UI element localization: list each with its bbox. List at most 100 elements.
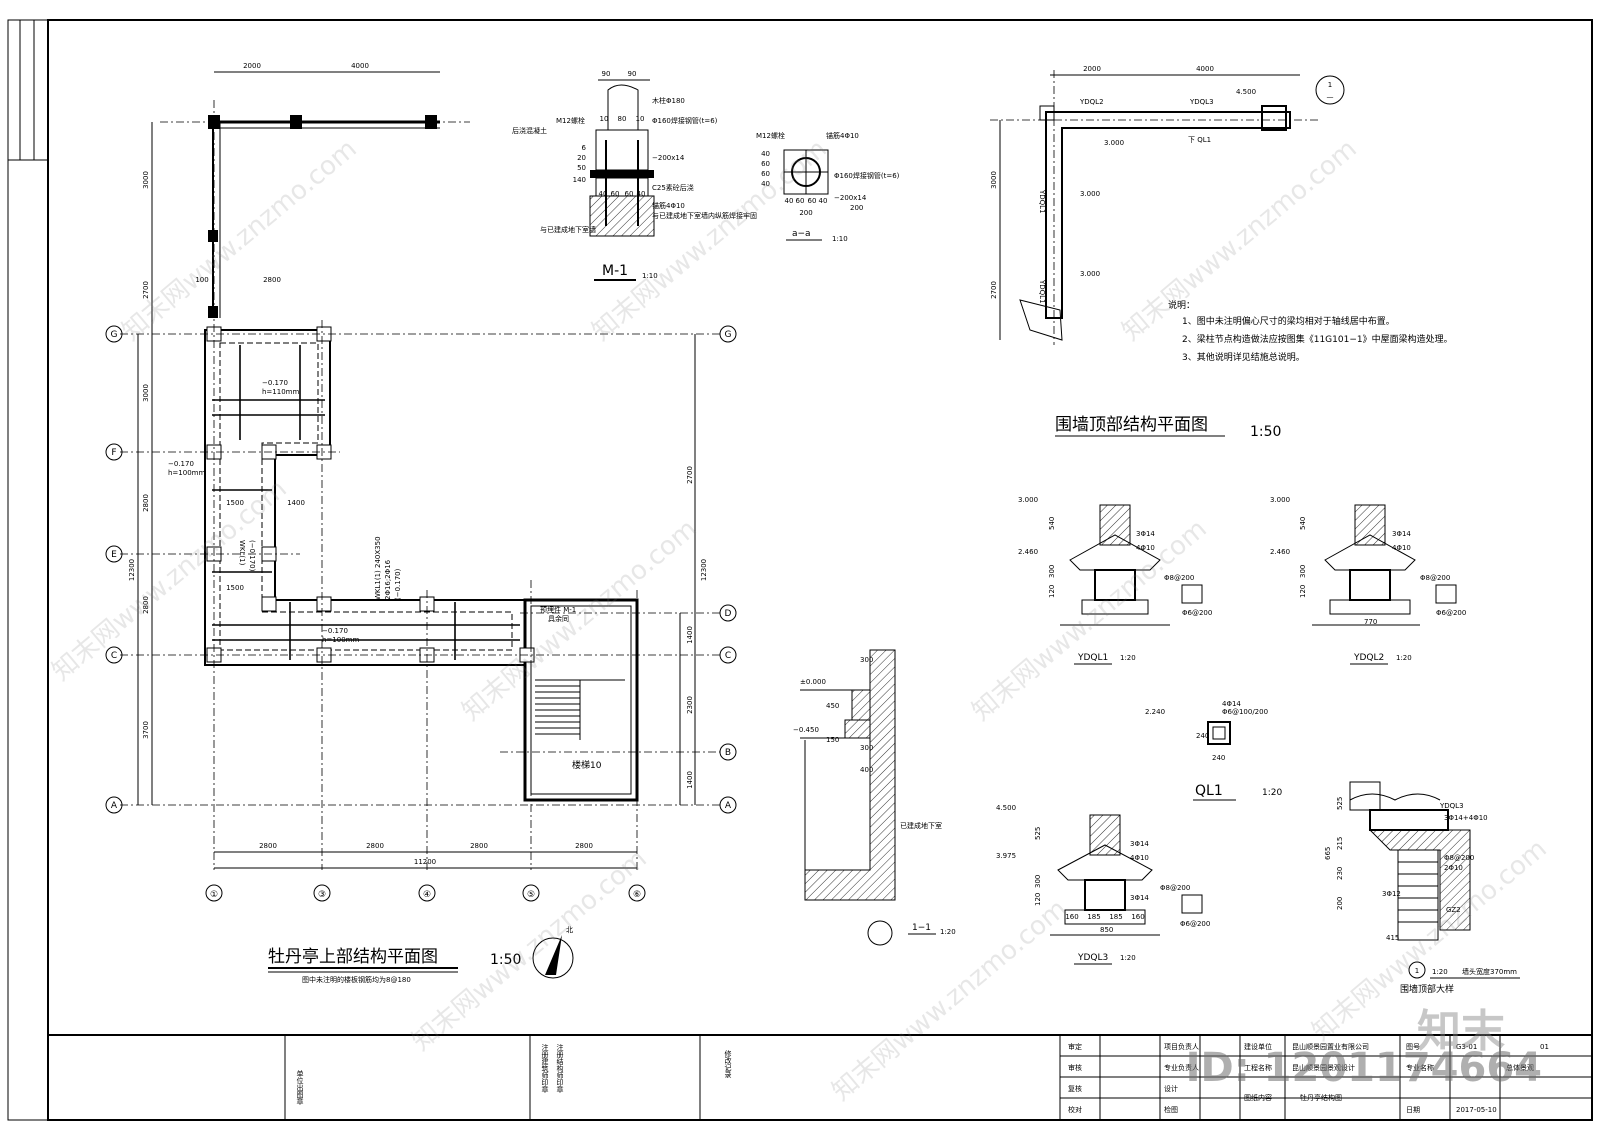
- rebar-label: 4Φ10: [1130, 854, 1149, 862]
- embed-sub: 具余同: [548, 614, 569, 623]
- section-title: YDQL3: [1077, 953, 1108, 963]
- dim-label: 300: [860, 744, 873, 752]
- level-label: 3.000: [1080, 190, 1100, 198]
- dim-label: 3000: [142, 384, 150, 402]
- role-label: 项目负责人: [1164, 1042, 1199, 1051]
- main-plan: G F E C A G D C B A ① ③ ④ ⑤ ⑥ 2000 4000 …: [105, 62, 737, 984]
- dim-label: 90: [602, 70, 611, 78]
- rebar-label: Φ6@200: [1182, 609, 1212, 617]
- scale-label: 1:50: [490, 952, 521, 968]
- dim-label: 3000: [990, 171, 998, 189]
- dim-label: 415: [1386, 934, 1399, 942]
- dim-label: 50: [577, 164, 586, 172]
- slab-label: h=100mm: [322, 636, 359, 644]
- dim-label: 400: [860, 766, 873, 774]
- field-label: 图纸内容: [1244, 1093, 1272, 1102]
- axis-label: C: [725, 651, 731, 661]
- detail-title: M-1: [602, 263, 628, 279]
- beam-label: (−0.170): [394, 568, 402, 600]
- dim-label: 2800: [142, 596, 150, 614]
- slab-label: h=110mm: [262, 388, 299, 396]
- dim-label: 60: [625, 190, 634, 198]
- plan-title: 围墙顶部结构平面图: [1055, 415, 1208, 435]
- plate-label: −200x14: [834, 194, 867, 202]
- role-label: 复核: [1068, 1084, 1082, 1093]
- rebar-label: Φ6@200: [1180, 920, 1210, 928]
- dim-label: 11200: [414, 858, 436, 866]
- dim-label: 60: [808, 197, 817, 205]
- level-label: −0.170: [168, 460, 194, 468]
- dim-label: 80: [618, 115, 627, 123]
- detail-m1: 90 90 木柱Φ180 M12螺栓 Φ160焊接钢管(t=6) −200x14…: [512, 70, 757, 281]
- scale-label: 1:10: [642, 272, 658, 280]
- anchor-label: 锚筋4Φ10: [826, 131, 859, 140]
- scale-label: 1:50: [1250, 424, 1281, 440]
- beam-label: 下 QL1: [1188, 136, 1211, 144]
- level-label: −0.170: [262, 379, 288, 387]
- rebar-label: 4Φ10: [1392, 544, 1411, 552]
- level-label: 2.240: [1145, 708, 1165, 716]
- level-label: 3.975: [996, 852, 1016, 860]
- beam-label: WKL(1): [238, 540, 246, 566]
- scale-label: 1:20: [1120, 954, 1136, 962]
- dim-label: 12300: [700, 559, 708, 581]
- level-label: 3.000: [1080, 270, 1100, 278]
- section-ydql1: 3.000 2.460 3Φ14 4Φ10 Φ8@200 Φ6@200 540 …: [1018, 496, 1212, 665]
- level-label: 3.000: [1018, 496, 1038, 504]
- section-ql1: 2.240 4Φ14 Φ6@100/200 240 240 QL1 1:20: [1145, 700, 1282, 801]
- beam-label: (−0.170): [248, 540, 256, 572]
- dim-label: 140: [573, 176, 586, 184]
- pipe-label: Φ160焊接钢管(t=6): [652, 116, 718, 125]
- image-id: ID: 1201174664: [1185, 1045, 1542, 1091]
- dim-label: 60: [761, 170, 770, 178]
- north-label: 北: [566, 926, 573, 934]
- dim-label: 100: [195, 276, 208, 284]
- dim-label: 300: [860, 656, 873, 664]
- level-label: −0.450: [793, 726, 819, 734]
- column-label: GZ2: [1446, 906, 1461, 914]
- dim-label: 2800: [142, 494, 150, 512]
- beam-label: YDQL3: [1439, 802, 1464, 810]
- rebar-label: 3Φ14: [1136, 530, 1155, 538]
- structure-label: 已建成地下室: [900, 821, 942, 830]
- dim-label: 300: [1048, 565, 1056, 578]
- level-label: 3.000: [1104, 139, 1124, 147]
- dim-label: 90: [628, 70, 637, 78]
- scale-label: 1:20: [1120, 654, 1136, 662]
- detail-aa: M12螺栓 锚筋4Φ10 Φ160焊接钢管(t=6) −200x14 200 2…: [756, 131, 900, 243]
- rebar-label: 3Φ14: [1130, 840, 1149, 848]
- dim-label: 2800: [259, 842, 277, 850]
- section-title: YDQL2: [1353, 653, 1384, 663]
- dim-label: 240: [1212, 754, 1225, 762]
- level-label: 2.460: [1270, 548, 1290, 556]
- dim-label: 40: [599, 190, 608, 198]
- dim-label: 300: [1034, 875, 1042, 888]
- rebar-label: Φ8@200: [1164, 574, 1194, 582]
- rebar-label: Φ6@100/200: [1222, 708, 1268, 716]
- dim-label: 2800: [263, 276, 281, 284]
- dim-label: 40: [761, 180, 770, 188]
- axis-label: C: [111, 651, 117, 661]
- plate-label: −200x14: [652, 154, 685, 162]
- wall-note: 墙头宽度370mm: [1462, 967, 1517, 976]
- binding-strip: [7, 19, 49, 161]
- callout-number: 1: [1328, 81, 1332, 89]
- dim-label: 12300: [128, 559, 136, 581]
- rebar-label: 4Φ10: [1136, 544, 1155, 552]
- dim-label: 2300: [686, 696, 694, 714]
- role-label: 校对: [1068, 1105, 1082, 1114]
- dim-label: 300: [1299, 565, 1307, 578]
- dim-label: 40: [785, 197, 794, 205]
- stamp-col-label: 注册建筑师印章: [541, 1043, 549, 1093]
- field-value: 总体景观: [1506, 1063, 1534, 1072]
- dim-label: 850: [1100, 926, 1113, 934]
- wall-plan: 2000 4000 3000 2700 YDQL2 YDQL3 YDQL1 YD…: [990, 65, 1453, 440]
- dim-label: 1400: [686, 771, 694, 789]
- dim-label: 120: [1299, 585, 1307, 598]
- stair-label: 楼梯10: [572, 759, 602, 771]
- role-label: 审定: [1068, 1042, 1082, 1051]
- field-value: 01: [1540, 1043, 1549, 1051]
- dim-label: 2700: [686, 466, 694, 484]
- bolt-label: M12螺栓: [756, 131, 785, 140]
